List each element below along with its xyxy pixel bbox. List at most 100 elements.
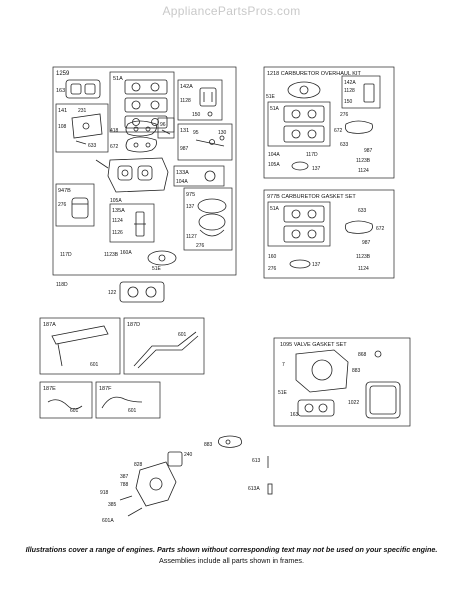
kit-label-1124: 1124 [358,168,369,174]
frame-label-187a: 187A [43,322,56,328]
label-601-187e: 601 [70,408,79,414]
label-1128: 1128 [180,98,191,104]
fuel-pump-assembly [119,451,183,517]
subframe-135a [109,203,155,243]
kit-142a-drawing [363,83,375,103]
main-jet-135a [134,211,146,237]
kit-label-1128: 1128 [344,88,355,94]
kit-label-150: 150 [344,99,353,105]
gasket-label-1123b: 1123B [356,254,371,260]
kit-subframe-142a [341,75,381,109]
sub-label-133a: 133A [176,170,189,176]
label-276b: 276 [196,243,205,249]
gasket-subframe-51a [267,201,331,247]
fuel-line-187f [101,396,143,409]
label-387: 387 [120,474,129,480]
kit-o-ring-drawing [291,161,309,171]
label-601a: 601A [102,518,114,524]
watermark: AppliancePartsPros.com [162,4,301,18]
label-118d: 118D [56,282,68,288]
gasket-672 [125,136,157,153]
frame-187e [39,381,93,419]
label-130: 130 [218,130,227,136]
fuel-line-187d-edge [137,335,199,369]
frame-label-1218: 1218 CARBURETOR OVERHAUL KIT [267,71,361,77]
frame-187d [123,317,205,375]
valve-label-163: 163 [290,412,299,418]
gasket-51e [147,250,177,266]
label-613a: 613A [248,486,260,492]
label-163: 163 [56,88,65,94]
footer-note: Assemblies include all parts shown in fr… [158,556,304,565]
valve-label-868: 868 [358,352,367,358]
sub-label-142a: 142A [180,84,193,90]
valve-label-883: 883 [352,368,361,374]
label-122: 122 [108,290,117,296]
sub-label-131: 131 [180,128,189,134]
kit-label-276: 276 [340,112,349,118]
valve-gasket-163 [297,399,335,417]
gasket-883-bottom [218,435,242,448]
label-1123b: 1123B [104,252,119,258]
frame-label-1259: 1259 [56,71,70,77]
sub-label-947b: 947B [58,188,71,194]
label-385: 385 [108,502,117,508]
label-918: 918 [100,490,109,496]
label-418: 418 [110,128,119,134]
frame-label-187f: 187F [99,386,112,392]
screw-613a [267,483,273,495]
gasket-label-633: 633 [358,208,367,214]
float-bowl-975 [197,198,227,237]
gasket-label-160: 160 [268,254,277,260]
kit-label-672: 672 [334,128,343,134]
sub-label-135a: 135A [112,208,125,214]
kit-label-137: 137 [312,166,321,172]
gasket-label-672: 672 [376,226,385,232]
fuel-line-187d [133,331,197,367]
carb-part-142a-drawing [199,87,217,117]
subframe-947b [55,183,95,227]
frame-1095 [273,337,411,427]
frame-label-187e: 187E [43,386,56,392]
subframe-51a [109,71,175,133]
sub-label-51a: 51A [113,76,123,82]
head-gasket-plates [124,79,168,129]
label-231: 231 [78,108,87,114]
label-601-187f: 601 [128,408,137,414]
kit-label-104a: 104A [268,152,280,158]
label-150: 150 [192,112,201,118]
kit-label-117d: 117D [306,152,318,158]
label-788: 788 [120,482,129,488]
subframe-131 [177,123,233,161]
label-613: 613 [252,458,261,464]
frame-977b [263,189,395,279]
kit-label-987: 987 [364,148,373,154]
kit-gasket-plates [283,105,325,143]
label-108: 108 [58,124,67,130]
label-672: 672 [110,144,119,150]
kit-gasket-672 [344,120,373,134]
label-276a: 276 [58,202,67,208]
frame-label-1095: 1095 VALVE GASKET SET [280,342,347,348]
label-1124: 1124 [112,218,123,224]
label-987: 987 [180,146,189,152]
kit-label-633: 633 [340,142,349,148]
valve-label-51e: 51E [278,390,288,396]
subframe-142a [177,79,223,121]
cylinder-head-gasket-7 [295,349,349,393]
gasket-set-plates [283,205,325,243]
label-95: 95 [193,130,199,136]
sub-label-96: 96 [160,122,166,128]
kit-sub-label-51a: 51A [270,106,280,112]
gasket-label-137: 137 [312,262,321,268]
fuel-line-187a [51,325,109,367]
label-117d: 117D [60,252,72,258]
label-105a: 105A [110,198,122,204]
gasket-label-1124: 1124 [358,266,369,272]
label-240: 240 [184,452,193,458]
valve-part-868 [374,350,382,358]
carburetor-body [95,157,169,193]
throttle-linkage-131 [195,135,225,147]
subframe-96 [157,117,175,139]
label-1126: 1126 [112,230,123,236]
